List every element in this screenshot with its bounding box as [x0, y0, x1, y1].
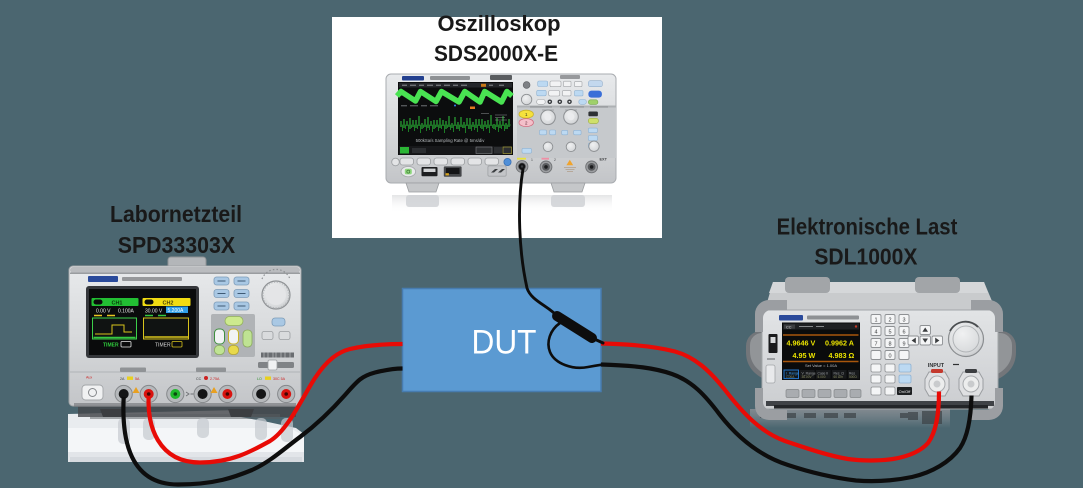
svg-text:0: 0 — [888, 354, 891, 360]
svg-text:5: 5 — [888, 330, 891, 336]
svg-text:I_Range: I_Range — [786, 372, 799, 376]
svg-text:CC: CC — [196, 377, 202, 381]
svg-text:60 Ωm: 60 Ωm — [834, 375, 844, 379]
svg-text:Res_Ω: Res_Ω — [834, 372, 845, 376]
svg-text:8: 8 — [888, 342, 891, 348]
svg-text:7: 7 — [874, 342, 877, 348]
svg-text:1: 1 — [531, 158, 533, 162]
svg-text:2: 2 — [888, 318, 891, 324]
svg-text:TIMER: TIMER — [103, 343, 119, 349]
svg-text:CH2: CH2 — [162, 301, 173, 307]
svg-text:9: 9 — [902, 342, 905, 348]
svg-text:SPD33303X: SPD33303X — [118, 232, 236, 258]
svg-text:500kSa/s Sampling Rate @ 5m: 500kSa/s Sampling Rate @ 5ms/div — [416, 138, 486, 143]
svg-text:4.95 W: 4.95 W — [793, 351, 816, 360]
svg-text:Oszilloskop: Oszilloskop — [438, 11, 561, 36]
svg-text:1.00A: 1.00A — [786, 375, 795, 379]
svg-text:INPUT: INPUT — [928, 363, 945, 369]
svg-text:4.983 Ω: 4.983 Ω — [829, 351, 855, 360]
svg-text:6: 6 — [902, 330, 905, 336]
svg-text:5.200A: 5.200A — [168, 308, 185, 314]
svg-text:TIMER: TIMER — [155, 343, 171, 349]
svg-text:Labornetzteil: Labornetzteil — [110, 201, 242, 227]
svg-text:3: 3 — [902, 318, 905, 324]
svg-text:Case II: Case II — [818, 372, 829, 376]
svg-text:V_Range: V_Range — [802, 372, 816, 376]
svg-text:1: 1 — [874, 318, 877, 324]
svg-text:0.9962 A: 0.9962 A — [825, 339, 854, 348]
svg-text:2.75A: 2.75A — [210, 377, 220, 381]
svg-text:Aux: Aux — [86, 376, 92, 380]
svg-text:0.100A: 0.100A — [118, 309, 135, 315]
svg-text:36.00V: 36.00V — [802, 375, 813, 379]
svg-text:1: 1 — [525, 112, 528, 117]
svg-text:2: 2 — [554, 158, 556, 162]
svg-text:0.00 V: 0.00 V — [96, 309, 111, 315]
svg-text:5A: 5A — [135, 377, 140, 381]
svg-text:CC: CC — [786, 325, 792, 329]
svg-text:2A: 2A — [120, 377, 125, 381]
svg-text:CH1: CH1 — [111, 301, 122, 307]
svg-text:4: 4 — [874, 330, 877, 336]
svg-text:On/Off: On/Off — [899, 389, 912, 394]
svg-text:30.00 V: 30.00 V — [145, 309, 163, 315]
svg-text:LO: LO — [257, 377, 262, 381]
svg-text:30C 5A: 30C 5A — [273, 377, 286, 381]
svg-text:SDS2000X-E: SDS2000X-E — [434, 41, 558, 66]
svg-text:DUT: DUT — [472, 324, 537, 362]
svg-text:Elektronische Last: Elektronische Last — [777, 213, 958, 239]
svg-text:SDL1000X: SDL1000X — [814, 243, 918, 269]
svg-text:500Ω: 500Ω — [849, 375, 857, 379]
svg-text:EXT: EXT — [600, 158, 608, 162]
svg-text:Set Value = 1.00A: Set Value = 1.00A — [805, 363, 837, 368]
svg-text:4.9646 V: 4.9646 V — [787, 339, 816, 348]
svg-text:2: 2 — [525, 120, 528, 125]
svg-text:5.000: 5.000 — [818, 375, 826, 379]
svg-text:Res: Res — [849, 372, 855, 376]
